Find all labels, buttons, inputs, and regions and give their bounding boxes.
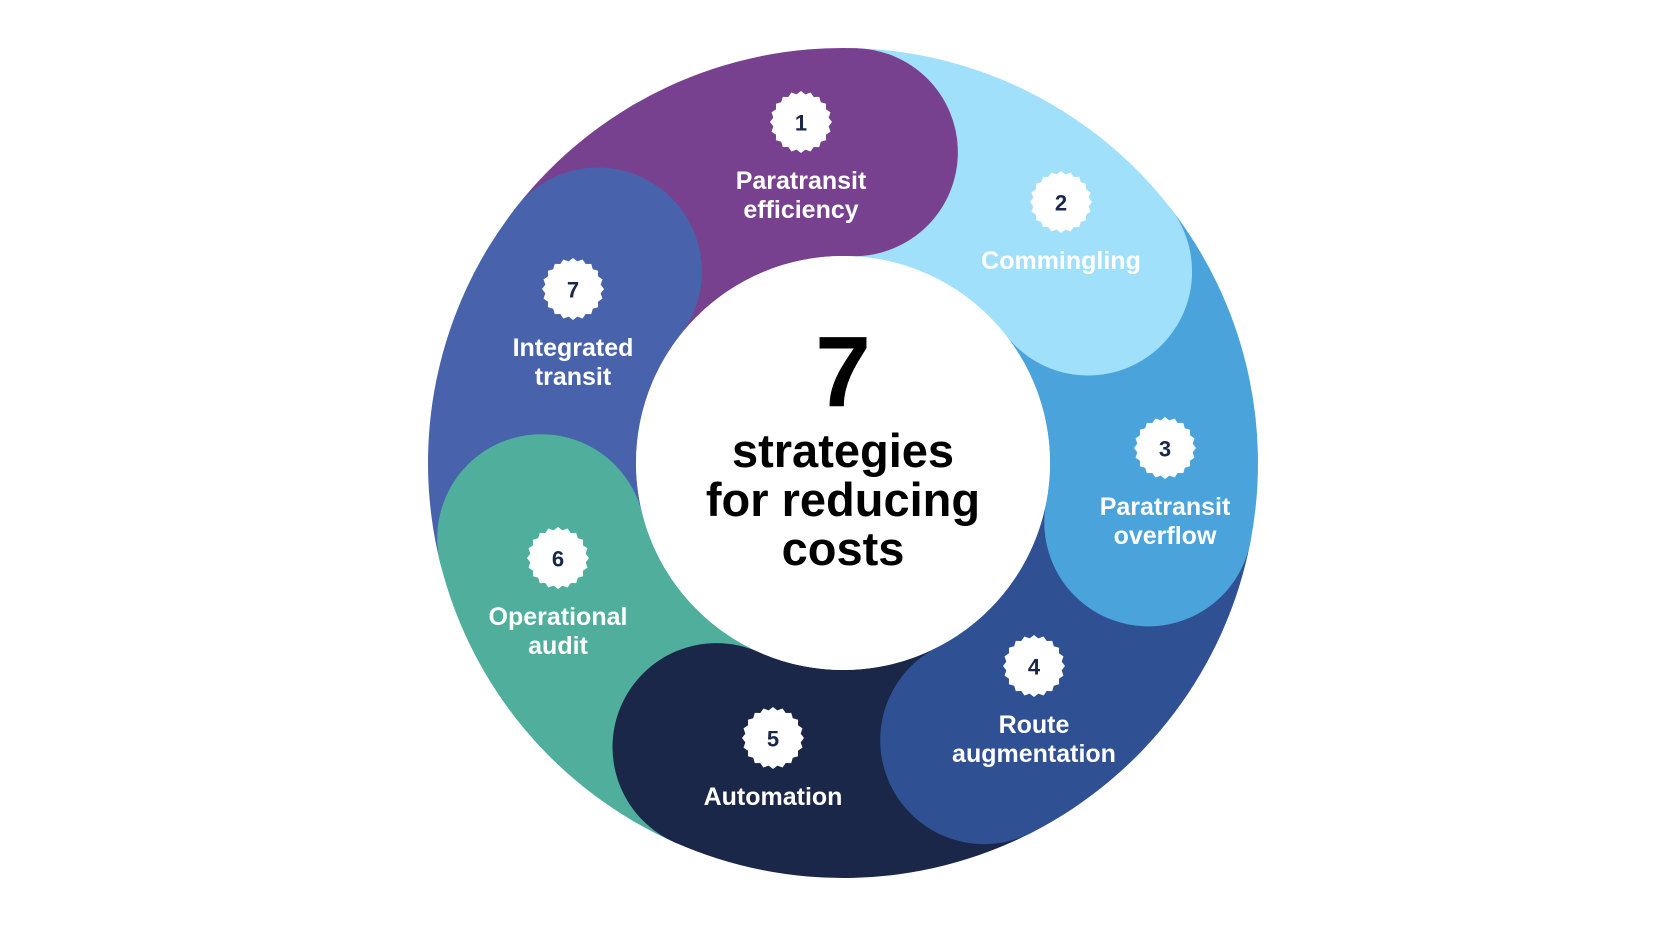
segment-cap-3: [1044, 418, 1253, 627]
strategy-label-line-2: efficiency: [743, 196, 858, 224]
badge-seal-icon: [1134, 417, 1196, 479]
center-line-1: strategies: [732, 424, 954, 477]
badge-number: 4: [1028, 655, 1041, 680]
strategy-label-line-2: transit: [535, 363, 612, 391]
badge-number: 6: [552, 547, 564, 572]
center-circle: [636, 256, 1050, 670]
center-number: 7: [815, 316, 871, 428]
strategy-label-line-2: audit: [528, 632, 588, 660]
badge-number: 3: [1159, 437, 1171, 462]
badge-number: 1: [795, 111, 807, 136]
strategy-label-line-1: Automation: [704, 783, 843, 811]
badge-seal-icon: [527, 527, 589, 589]
strategy-label-line-1: Integrated: [513, 334, 634, 362]
badge-number: 5: [767, 727, 779, 752]
badge-number: 7: [567, 278, 579, 303]
strategy-label-line-2: overflow: [1114, 522, 1217, 550]
center-line-3: costs: [782, 522, 905, 575]
strategy-label-line-1: Route: [999, 711, 1070, 739]
badge-number: 2: [1055, 191, 1067, 216]
strategy-label-line-1: Paratransit: [736, 167, 867, 195]
center-title: 7 strategies for reducing costs: [706, 316, 980, 575]
strategy-label-line-1: Paratransit: [1100, 493, 1231, 521]
badge-seal-icon: [542, 258, 604, 320]
center-line-2: for reducing: [706, 473, 980, 526]
strategy-label-line-1: Commingling: [981, 247, 1141, 275]
strategy-label-line-1: Operational: [489, 603, 628, 631]
strategy-label-line-2: augmentation: [952, 740, 1116, 768]
badge-seal-icon: [742, 707, 804, 769]
segment-cap-1: [749, 48, 958, 257]
badge-seal-icon: [770, 91, 832, 153]
badge-seal-icon: [1003, 635, 1065, 697]
segment-cap-5: [612, 643, 821, 852]
badge-seal-icon: [1030, 171, 1092, 233]
